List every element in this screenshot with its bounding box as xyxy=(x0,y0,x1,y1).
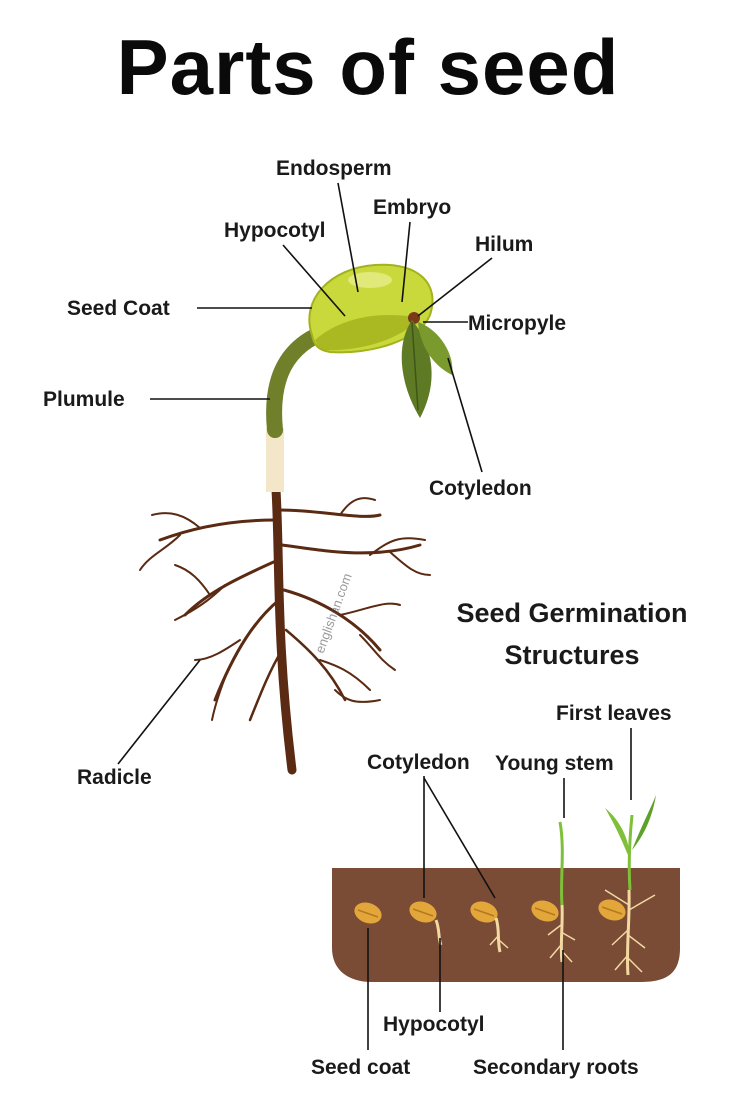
radicle-roots xyxy=(139,485,431,775)
stage-5-seedling xyxy=(598,795,656,976)
stage-2-seed xyxy=(409,901,443,946)
label-radicle: Radicle xyxy=(77,766,152,789)
germination-heading-line2: Structures xyxy=(504,640,640,670)
label-hilum: Hilum xyxy=(475,233,534,256)
label-cotyledon: Cotyledon xyxy=(429,477,532,500)
label-plumule: Plumule xyxy=(43,388,125,411)
label-germ-cotyledon: Cotyledon xyxy=(367,751,470,774)
label-seed-coat: Seed Coat xyxy=(67,297,170,320)
soil-bed xyxy=(332,868,680,982)
label-endosperm: Endosperm xyxy=(276,157,392,180)
label-first-leaves: First leaves xyxy=(556,702,672,725)
page-title: Parts of seed xyxy=(116,23,620,111)
stage-1-seed xyxy=(354,902,382,924)
cotyledon-leaves xyxy=(401,320,453,418)
label-young-stem: Young stem xyxy=(495,752,614,775)
label-germ-seed-coat: Seed coat xyxy=(311,1056,411,1079)
label-secondary-roots: Secondary roots xyxy=(473,1056,639,1079)
seed-body xyxy=(308,263,434,354)
germination-heading-line1: Seed Germination xyxy=(456,598,688,628)
germination-leader-lines xyxy=(367,728,632,1050)
hilum-mark xyxy=(408,312,420,324)
leader-lines xyxy=(117,182,493,765)
label-germ-hypocotyl: Hypocotyl xyxy=(383,1013,485,1036)
stage-3-seed xyxy=(470,901,509,953)
label-micropyle: Micropyle xyxy=(468,312,567,335)
label-hypocotyl: Hypocotyl xyxy=(224,219,326,242)
stage-4-seedling xyxy=(531,821,576,963)
label-embryo: Embryo xyxy=(373,196,452,219)
hypocotyl-segment xyxy=(266,428,284,492)
